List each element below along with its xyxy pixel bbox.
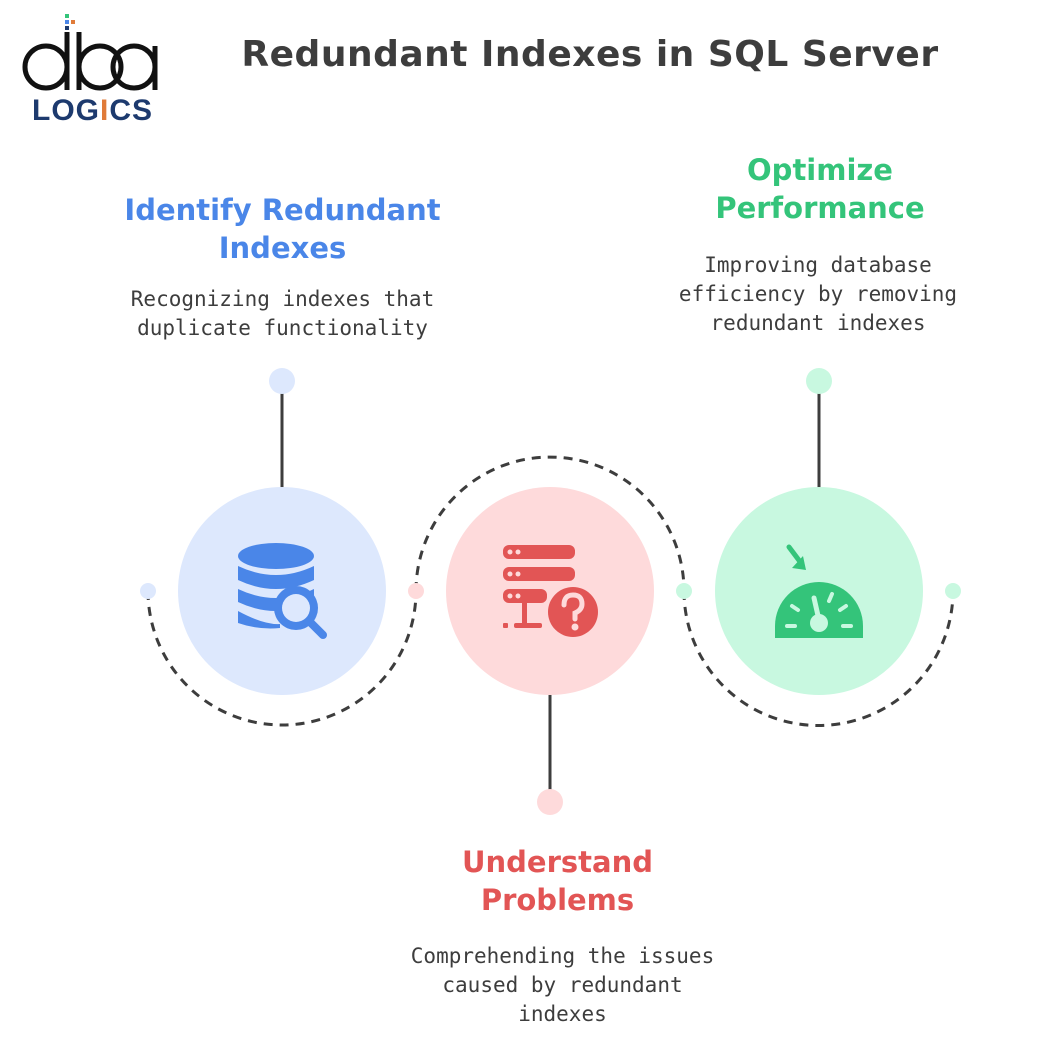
server-question-icon bbox=[503, 545, 598, 637]
connector-dot-understand bbox=[537, 789, 563, 815]
database-search-icon bbox=[238, 543, 327, 639]
dashed-arc-middle bbox=[414, 455, 686, 592]
arc-dot-3 bbox=[676, 583, 692, 599]
page-title: Redundant Indexes in SQL Server bbox=[241, 34, 939, 75]
step-circle-understand bbox=[446, 487, 654, 695]
step-heading-optimize: Optimize Performance bbox=[715, 153, 925, 225]
dba-logo-mark bbox=[22, 14, 158, 91]
connector-dot-identify bbox=[269, 368, 295, 394]
arc-dot-2 bbox=[408, 583, 424, 599]
step-description-understand: Comprehending the issues caused by redun… bbox=[410, 944, 715, 1026]
logo-wordmark: LOGICS bbox=[32, 94, 154, 127]
step-heading-understand: Understand Problems bbox=[461, 845, 654, 917]
step-description-optimize: Improving database efficiency by removin… bbox=[678, 253, 958, 335]
step-heading-identify: Identify Redundant Indexes bbox=[124, 193, 441, 265]
dba-logics-logo bbox=[22, 12, 172, 132]
arc-dot-4 bbox=[945, 583, 961, 599]
dashed-arc-right bbox=[682, 590, 955, 727]
speedometer-icon bbox=[775, 544, 863, 638]
connector-dot-optimize bbox=[806, 368, 832, 394]
dashed-arc-left bbox=[146, 590, 418, 727]
step-description-identify: Recognizing indexes that duplicate funct… bbox=[130, 287, 435, 340]
arc-dot-1 bbox=[140, 583, 156, 599]
step-circle-identify bbox=[178, 487, 386, 695]
